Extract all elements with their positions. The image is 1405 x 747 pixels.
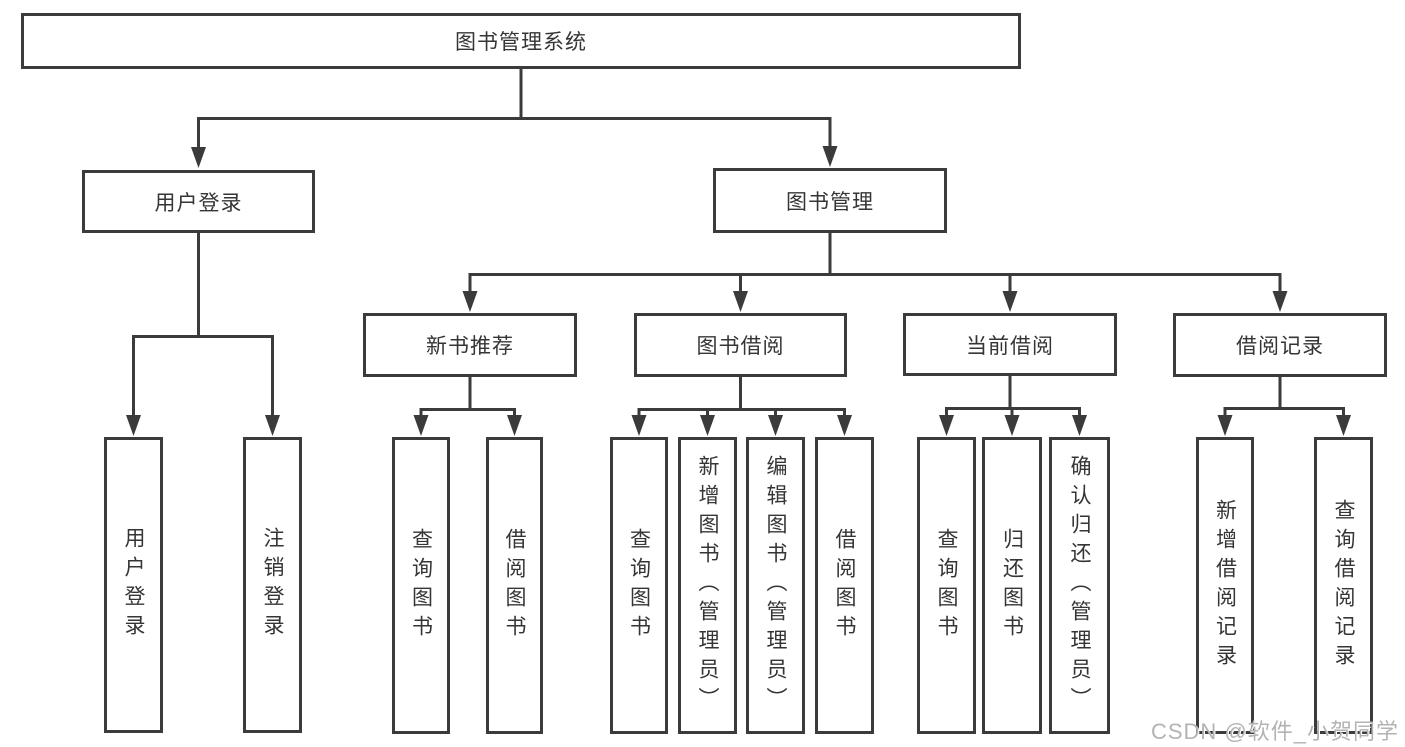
- node-new-book-recommend-label: 新书推荐: [426, 335, 514, 358]
- node-root: 图书管理系统: [21, 13, 1021, 69]
- leaf-current-return: 归还图书: [982, 437, 1042, 734]
- node-current-borrow-label: 当前借阅: [966, 334, 1054, 358]
- leaf-borrow-edit: 编辑图书（管理员）: [746, 437, 805, 734]
- node-borrow-records-label: 借阅记录: [1236, 335, 1324, 358]
- leaf-borrow-query-label: 查询图书: [627, 527, 651, 644]
- csdn-watermark: CSDN @软件_小贺同学: [1150, 719, 1399, 744]
- leaf-newbook-query: 查询图书: [392, 437, 450, 734]
- node-root-label: 图书管理系统: [455, 31, 587, 54]
- arrowheads: [126, 146, 1351, 436]
- leaf-user-login: 用户登录: [104, 437, 163, 733]
- leaf-logout: 注销登录: [243, 437, 302, 733]
- leaf-newbook-borrow: 借阅图书: [486, 437, 543, 734]
- node-current-borrow: 当前借阅: [903, 313, 1117, 376]
- leaf-record-query-label: 查询借阅记录: [1332, 498, 1355, 673]
- node-user-login-label: 用户登录: [154, 191, 243, 215]
- node-book-borrow-label: 图书借阅: [696, 335, 785, 358]
- leaf-record-add: 新增借阅记录: [1196, 437, 1254, 734]
- leaf-borrow-borrow-label: 借阅图书: [833, 527, 856, 644]
- leaf-borrow-add-label: 新增图书（管理员）: [696, 455, 719, 716]
- leaf-logout-label: 注销登录: [261, 527, 284, 643]
- node-new-book-recommend: 新书推荐: [363, 313, 577, 377]
- leaf-current-return-label: 归还图书: [1000, 527, 1024, 644]
- leaf-borrow-edit-label: 编辑图书（管理员）: [764, 455, 787, 716]
- leaf-borrow-query: 查询图书: [610, 437, 668, 734]
- leaf-borrow-add: 新增图书（管理员）: [678, 437, 737, 734]
- leaf-newbook-query-label: 查询图书: [409, 527, 433, 644]
- leaf-borrow-borrow: 借阅图书: [815, 437, 874, 734]
- node-book-management: 图书管理: [713, 168, 947, 233]
- leaf-current-query-label: 查询图书: [935, 527, 958, 644]
- node-book-borrow: 图书借阅: [634, 313, 847, 377]
- leaf-newbook-borrow-label: 借阅图书: [503, 527, 526, 644]
- leaf-record-query: 查询借阅记录: [1314, 437, 1373, 734]
- leaf-current-confirm-label: 确认归还（管理员）: [1068, 455, 1091, 716]
- leaf-current-query: 查询图书: [917, 437, 976, 734]
- node-borrow-records: 借阅记录: [1173, 313, 1387, 377]
- leaf-record-add-label: 新增借阅记录: [1213, 498, 1237, 673]
- leaf-current-confirm: 确认归还（管理员）: [1049, 437, 1110, 734]
- node-user-login: 用户登录: [82, 170, 315, 233]
- node-book-management-label: 图书管理: [786, 190, 874, 214]
- leaf-user-login-label: 用户登录: [122, 527, 145, 643]
